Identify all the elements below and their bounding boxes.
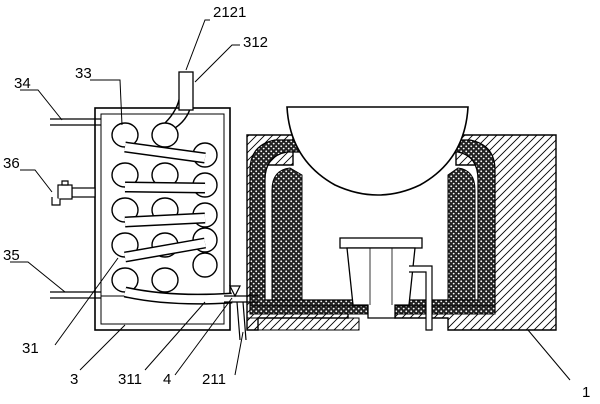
faucet xyxy=(51,180,96,206)
label-312: 312 xyxy=(243,34,268,51)
label-2121: 2121 xyxy=(213,4,246,21)
leader-lines xyxy=(10,19,571,381)
label-3: 3 xyxy=(70,371,78,388)
label-36: 36 xyxy=(3,155,20,172)
reference-labels: 2121 312 33 34 36 35 31 3 311 4 211 1 xyxy=(3,4,590,401)
label-34: 34 xyxy=(14,75,31,92)
label-31: 31 xyxy=(22,340,39,357)
label-4: 4 xyxy=(163,371,171,388)
label-35: 35 xyxy=(3,247,20,264)
coil-pipe xyxy=(111,75,233,305)
inlet-pipe xyxy=(50,118,101,126)
lower-pipe xyxy=(50,291,101,299)
label-1: 1 xyxy=(582,384,590,401)
cooking-bowl xyxy=(286,106,469,196)
connecting-pipe xyxy=(224,285,258,341)
label-211: 211 xyxy=(202,371,226,388)
outlet-pipe xyxy=(178,71,194,111)
label-33: 33 xyxy=(75,65,92,82)
label-311: 311 xyxy=(118,371,142,388)
central-cup xyxy=(339,237,433,331)
